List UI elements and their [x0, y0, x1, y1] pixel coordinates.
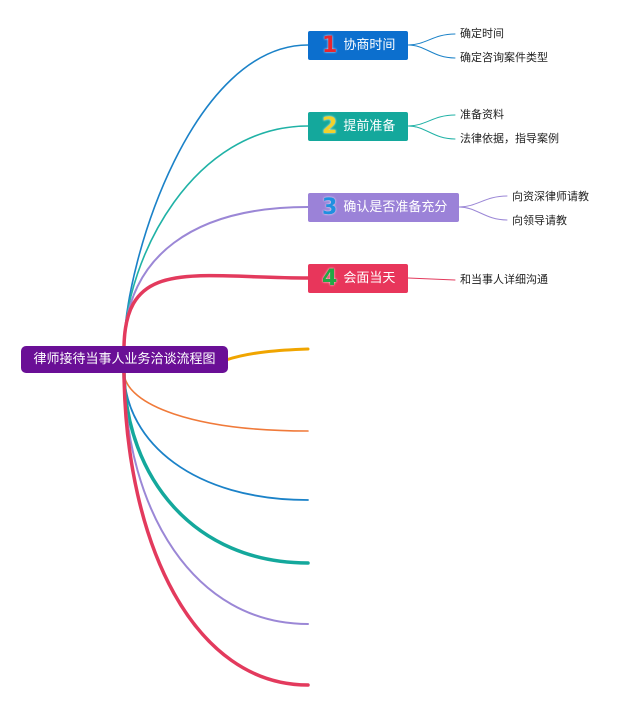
branch-node-3[interactable]: 3 确认是否准备充分: [308, 193, 459, 222]
step-number-4: 4: [322, 266, 338, 291]
empty-branch-connector: [123, 372, 309, 501]
leaf-connector: [407, 33, 456, 46]
leaf-node[interactable]: 向领导请教: [512, 214, 567, 227]
leaf-node[interactable]: 确定咨询案件类型: [460, 51, 548, 64]
step-number-1: 1: [322, 33, 338, 58]
leaf-connector: [407, 114, 456, 127]
leaf-connector: [407, 277, 456, 281]
root-node[interactable]: 律师接待当事人业务洽谈流程图: [21, 346, 228, 373]
branch-connector: [123, 125, 309, 347]
branch-node-4[interactable]: 4 会面当天: [308, 264, 408, 293]
branch-label-4: 会面当天: [343, 271, 396, 286]
branch-label-3: 确认是否准备充分: [343, 200, 448, 215]
leaf-connector: [458, 195, 508, 208]
branch-connector: [123, 44, 309, 347]
leaf-node[interactable]: 确定时间: [460, 27, 504, 40]
branch-label-1: 协商时间: [343, 38, 396, 53]
leaf-node[interactable]: 和当事人详细沟通: [460, 273, 548, 286]
empty-branch-connector: [122, 371, 310, 687]
branch-label-2: 提前准备: [343, 119, 396, 134]
empty-branch-connector: [224, 347, 310, 362]
step-number-2: 2: [322, 114, 338, 139]
leaf-connector: [458, 206, 508, 221]
root-label: 律师接待当事人业务洽谈流程图: [33, 352, 216, 367]
leaf-node[interactable]: 准备资料: [460, 108, 504, 121]
branch-connector: [122, 273, 310, 348]
leaf-connector: [407, 44, 456, 59]
step-number-3: 3: [322, 195, 338, 220]
leaf-connector: [407, 125, 456, 140]
leaf-node[interactable]: 向资深律师请教: [512, 190, 589, 203]
empty-branch-connector: [123, 372, 309, 432]
branch-node-2[interactable]: 2 提前准备: [308, 112, 408, 141]
leaf-node[interactable]: 法律依据，指导案例: [460, 132, 559, 145]
branch-node-1[interactable]: 1 协商时间: [308, 31, 408, 60]
empty-branch-connector: [122, 371, 310, 565]
